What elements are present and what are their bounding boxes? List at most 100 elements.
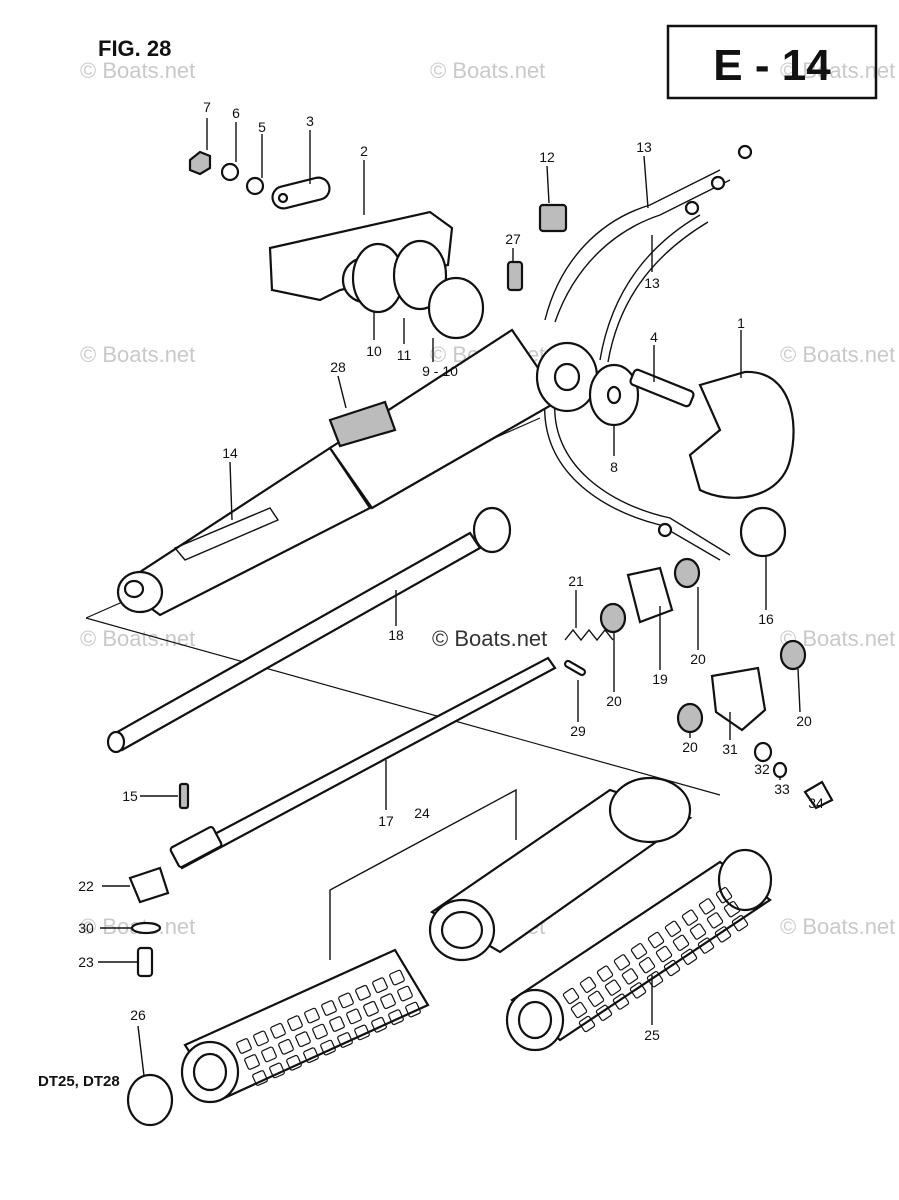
grip-knurl <box>354 1024 370 1041</box>
callout-34: 34 <box>808 795 824 811</box>
callout-29: 29 <box>570 723 586 739</box>
callout-27: 27 <box>505 231 521 247</box>
grip-knurl <box>389 969 405 986</box>
callout-17: 17 <box>378 813 394 829</box>
grip-texture <box>236 887 749 1086</box>
callout-7: 7 <box>203 99 211 115</box>
grip-knurl <box>236 1038 252 1054</box>
watermark-tile: © Boats.net <box>780 914 895 939</box>
part-27-key <box>506 260 524 292</box>
callout-12: 12 <box>539 149 555 165</box>
grip-knurl <box>562 987 580 1005</box>
part-21-spring <box>564 628 614 642</box>
grip-knurl <box>338 992 354 1009</box>
grip-knurl <box>723 901 741 918</box>
grip-knurl <box>689 923 707 940</box>
grip-knurl <box>579 976 597 993</box>
callout-19: 19 <box>652 671 668 687</box>
grip-knurl <box>681 909 699 926</box>
part-1-cover <box>688 370 795 499</box>
figure-label: FIG. 28 <box>98 36 171 61</box>
grip-knurl <box>672 934 690 951</box>
grip-knurl <box>638 957 656 974</box>
grip-knurl <box>731 915 749 932</box>
grip-knurl <box>613 954 631 971</box>
model-list: DT25, DT28 <box>38 1073 120 1090</box>
grip-knurl <box>655 945 673 963</box>
callout-5: 5 <box>258 119 266 135</box>
callout-23: 23 <box>78 954 94 970</box>
grip-knurl <box>303 1047 319 1064</box>
callout-4: 4 <box>650 329 658 345</box>
small-hardware-top <box>188 150 331 210</box>
grip-knurl <box>612 993 630 1010</box>
part-10-11-rings <box>351 239 485 340</box>
grip-knurl <box>397 985 413 1002</box>
callout-32: 32 <box>754 761 770 777</box>
grip-knurl <box>252 1070 268 1086</box>
grip-knurl <box>587 990 605 1007</box>
callout-20-b: 20 <box>690 651 706 667</box>
part-14-tiller-tube <box>116 328 599 617</box>
grip-knurl <box>372 977 388 994</box>
right-small-parts <box>599 506 834 810</box>
callout-3: 3 <box>306 113 314 129</box>
callout-10: 10 <box>366 343 382 359</box>
callout-20-a: 20 <box>606 693 622 709</box>
grip-knurl <box>715 887 733 904</box>
callout-9-10: 9 - 10 <box>422 363 458 379</box>
callout-26: 26 <box>130 1007 146 1023</box>
callout-31: 31 <box>722 741 738 757</box>
grip-knurl <box>304 1007 320 1024</box>
grip-knurl <box>253 1030 269 1047</box>
grip-knurl <box>312 1023 328 1040</box>
callout-11: 11 <box>397 347 412 363</box>
leader-lines <box>98 118 801 1077</box>
watermark-tile: © Boats.net <box>80 342 195 367</box>
callout-30: 30 <box>78 920 94 936</box>
grip-knurl <box>630 943 648 960</box>
left-small-parts <box>126 782 190 1127</box>
part-29-pin <box>563 659 587 677</box>
page-code: E - 14 <box>713 41 831 90</box>
watermark-layer: © Boats.net © Boats.net © Boats.net © Boats… <box>80 58 895 939</box>
part-8-washer-hole <box>606 385 622 405</box>
grip-left <box>180 948 430 1104</box>
grip-knurl <box>363 1000 379 1017</box>
callout-1: 1 <box>737 315 745 331</box>
part-28-clamp <box>328 400 397 448</box>
grip-knurl <box>647 931 665 949</box>
grip-knurl <box>697 937 715 954</box>
callout-13-top: 13 <box>636 139 652 155</box>
grip-knurl <box>714 926 732 943</box>
grip-right <box>505 848 773 1052</box>
grip-knurl <box>329 1016 345 1032</box>
callout-15: 15 <box>122 788 138 804</box>
grip-knurl <box>380 993 396 1010</box>
grip-knurl <box>371 1016 387 1033</box>
part-12-clip <box>538 203 568 233</box>
grip-knurl <box>355 984 371 1001</box>
callout-21: 21 <box>568 573 584 589</box>
grip-knurl <box>388 1009 404 1026</box>
grip-knurl <box>405 1001 421 1018</box>
callout-24: 24 <box>414 805 430 821</box>
watermark-tile: © Boats.net <box>80 58 195 83</box>
callout-6: 6 <box>232 105 240 121</box>
grip-knurl <box>270 1022 286 1039</box>
grip-knurl <box>346 1008 362 1025</box>
grip-knurl <box>629 982 647 999</box>
part-24-sleeve <box>428 776 693 962</box>
callout-16: 16 <box>758 611 774 627</box>
grip-knurl <box>646 971 664 988</box>
callout-labels: 7 6 5 3 2 12 13 13 27 10 11 9 - 10 4 1 8… <box>78 99 824 1043</box>
grip-knurl <box>578 1015 596 1033</box>
grip-knurl <box>664 920 682 937</box>
watermark-tile: © Boats.net <box>80 626 195 651</box>
watermark-center: © Boats.net <box>432 626 547 651</box>
callout-22: 22 <box>78 878 94 894</box>
grip-knurl <box>698 898 716 915</box>
grip-knurl <box>286 1054 302 1071</box>
grip-knurl <box>570 1001 588 1019</box>
grip-knurl <box>261 1046 277 1063</box>
